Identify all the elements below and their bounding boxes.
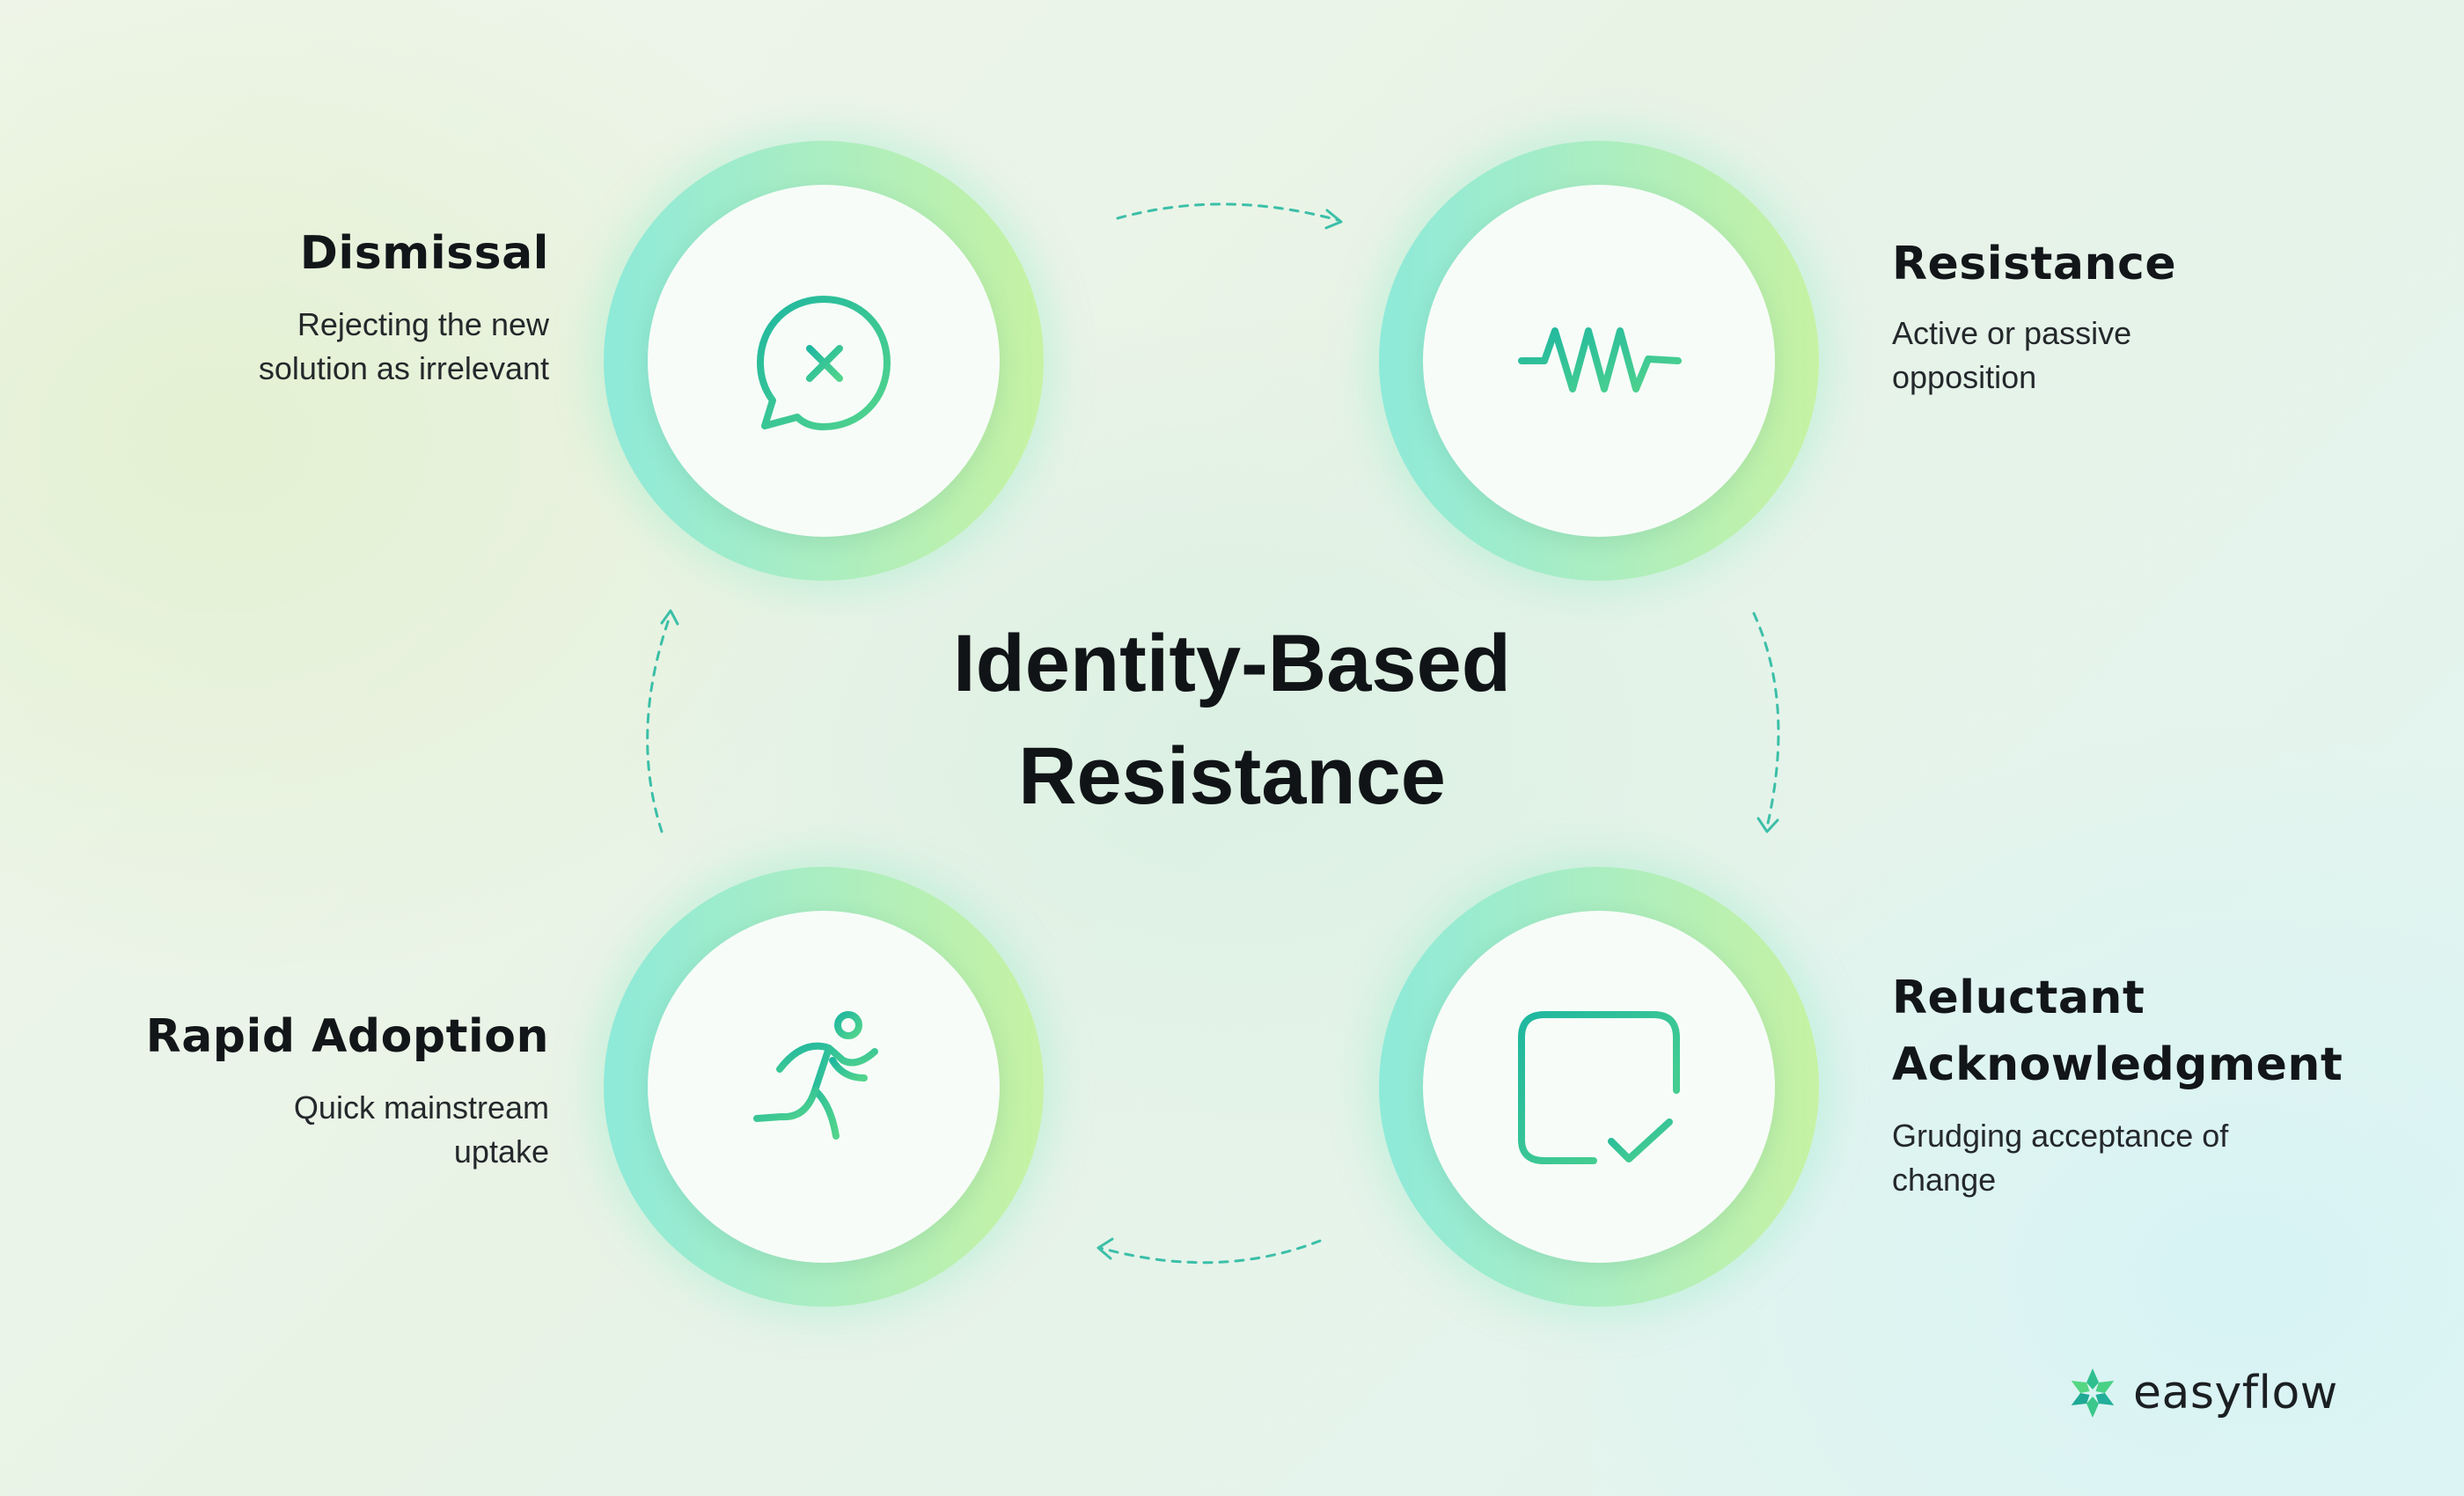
diagram-title-line1: Identity-Based <box>953 619 1511 708</box>
arrowhead-1 <box>1324 209 1343 230</box>
resistance-desc-line2: opposition <box>1892 359 2037 395</box>
easyflow-logo-icon <box>2071 1368 2115 1418</box>
arrowhead-3 <box>1096 1237 1114 1260</box>
rapid-adoption-node <box>604 867 1044 1307</box>
resistance-desc-line1: Active or passive <box>1892 315 2132 351</box>
arrow-resistance-to-reluctant <box>1752 612 1780 829</box>
rapid-adoption-title: Rapid Adoption <box>145 1010 549 1063</box>
waveform-icon <box>1518 327 1682 392</box>
chat-bubble-x-icon <box>757 296 891 430</box>
diagram-title: Identity-Based Resistance <box>792 607 1672 832</box>
arrowhead-2 <box>1756 817 1779 833</box>
dismissal-desc-line1: Rejecting the new <box>297 306 549 342</box>
arrow-dismissal-to-resistance <box>1116 202 1339 222</box>
dismissal-title: Dismissal <box>299 227 549 280</box>
dismissal-label: Dismissal Rejecting the new solution as … <box>259 220 549 391</box>
rapid-adoption-desc-line1: Quick mainstream <box>293 1089 549 1126</box>
rapid-adoption-label: Rapid Adoption Quick mainstream uptake <box>146 1003 549 1174</box>
resistance-label: Resistance Active or passive opposition <box>1892 231 2176 400</box>
arrow-rapid-to-dismissal <box>646 612 672 833</box>
reluctant-title-line2: Acknowledgment <box>1892 1038 2343 1091</box>
brand-name: easyflow <box>2133 1367 2338 1419</box>
reluctant-acknowledgment-node <box>1379 867 1819 1307</box>
reluctant-title-line1: Reluctant <box>1892 972 2145 1024</box>
arrowhead-4 <box>660 609 679 626</box>
arrow-reluctant-to-rapid <box>1098 1239 1322 1265</box>
diagram-title-line2: Resistance <box>1018 731 1446 821</box>
reluctant-acknowledgment-circle <box>1423 911 1775 1263</box>
rapid-adoption-circle <box>648 911 1000 1263</box>
resistance-title: Resistance <box>1892 238 2177 290</box>
running-person-icon <box>753 1011 878 1140</box>
reluctant-desc-line1: Grudging acceptance of <box>1892 1118 2229 1154</box>
dismissal-node <box>604 141 1044 581</box>
calendar-check-icon <box>1518 1011 1680 1164</box>
brand-logo: easyflow <box>2064 1362 2338 1424</box>
rapid-adoption-desc-line2: uptake <box>453 1133 549 1170</box>
resistance-node <box>1379 141 1819 581</box>
reluctant-desc-line2: change <box>1892 1162 1997 1198</box>
reluctant-acknowledgment-label: Reluctant Acknowledgment Grudging accept… <box>1892 964 2343 1202</box>
dismissal-circle <box>648 185 1000 537</box>
resistance-circle <box>1423 185 1775 537</box>
dismissal-desc-line2: solution as irrelevant <box>258 350 549 386</box>
